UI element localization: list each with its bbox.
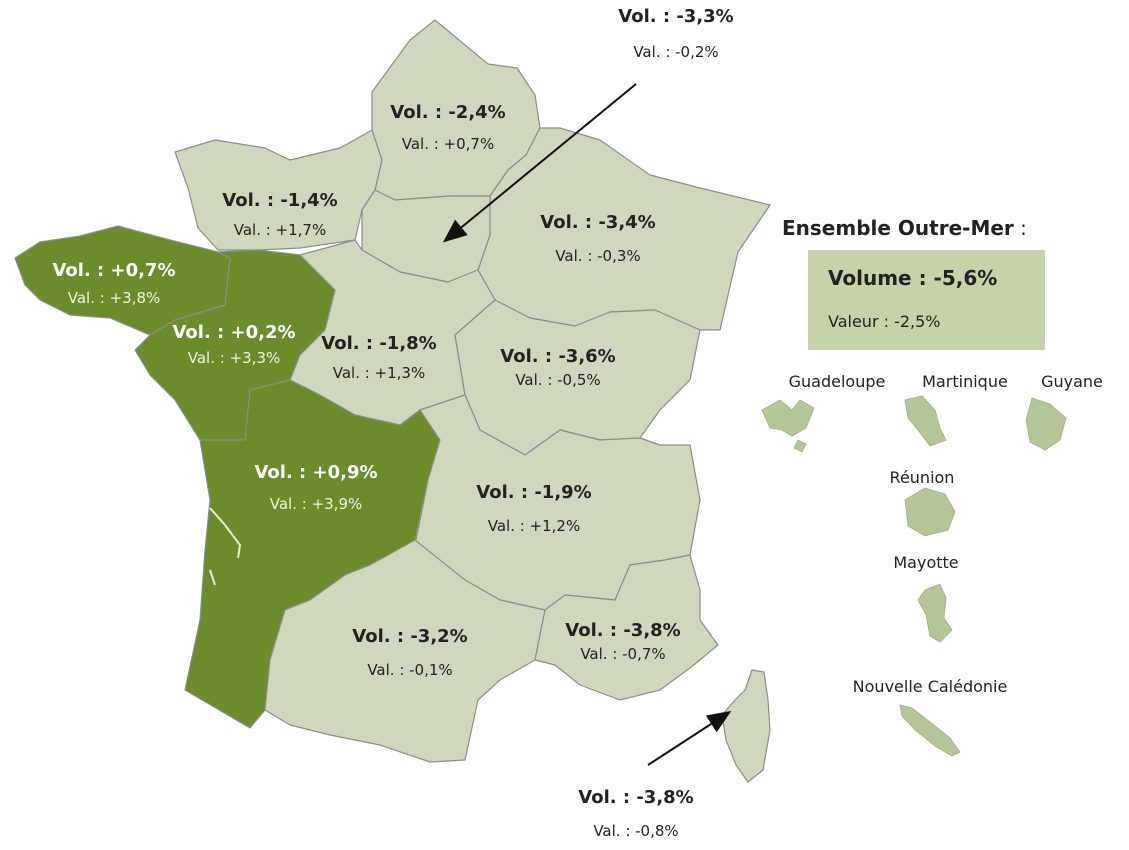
vol-normandie: Vol. : -1,4%	[222, 190, 338, 211]
vol-corse: Vol. : -3,8%	[578, 787, 694, 808]
val-auvergne-rhone-alpes: Val. : +1,2%	[487, 517, 581, 535]
val-hauts-de-france: Val. : +0,7%	[401, 135, 495, 153]
territory-guadeloupe: Guadeloupe	[788, 372, 886, 391]
arrow-corse	[647, 710, 732, 766]
vol-hauts-de-france: Vol. : -2,4%	[390, 102, 506, 123]
vol-centre-val-de-loire: Vol. : -1,8%	[321, 333, 437, 354]
vol-nouvelle-aquitaine: Vol. : +0,9%	[254, 462, 378, 483]
label-centre-val-de-loire: Vol. : -1,8% Val. : +1,3%	[321, 333, 436, 382]
val-paca: Val. : -0,7%	[580, 645, 666, 663]
val-centre-val-de-loire: Val. : +1,3%	[332, 364, 426, 382]
overseas-title-text: Ensemble Outre-Mer	[782, 216, 1014, 240]
territory-nouvelle-caledonie: Nouvelle Calédonie	[852, 677, 1008, 696]
region-occitanie	[264, 539, 546, 763]
val-bretagne: Val. : +3,8%	[67, 289, 161, 307]
label-nouvelle-aquitaine: Vol. : +0,9% Val. : +3,9%	[254, 462, 377, 513]
overseas-title: Ensemble Outre-Mer :	[782, 216, 1027, 240]
label-hauts-de-france: Vol. : -2,4% Val. : +0,7%	[390, 102, 505, 153]
guyane-shape	[1025, 397, 1067, 451]
region-paca	[534, 554, 719, 701]
vol-ile-de-france: Vol. : -3,3%	[618, 6, 734, 27]
vol-bretagne: Vol. : +0,7%	[52, 260, 176, 281]
vol-grand-est: Vol. : -3,4%	[540, 212, 656, 233]
arrow-ile-de-france	[442, 83, 637, 243]
guadeloupe-shape	[761, 399, 815, 453]
territory-martinique: Martinique	[922, 372, 1008, 391]
reunion-shape	[904, 487, 956, 537]
val-ile-de-france: Val. : -0,2%	[633, 43, 719, 61]
label-grand-est: Vol. : -3,4% Val. : -0,3%	[540, 212, 655, 265]
arcachon-basin	[209, 569, 216, 586]
martinique-shape	[904, 395, 947, 447]
label-normandie: Vol. : -1,4% Val. : +1,7%	[222, 190, 337, 239]
label-ile-de-france: Vol. : -3,3% Val. : -0,2%	[618, 6, 733, 61]
territory-mayotte: Mayotte	[893, 553, 959, 572]
overseas-title-suffix: :	[1013, 216, 1027, 240]
vol-occitanie: Vol. : -3,2%	[352, 626, 468, 647]
label-bretagne: Vol. : +0,7% Val. : +3,8%	[52, 260, 175, 307]
vol-auvergne-rhone-alpes: Vol. : -1,9%	[476, 482, 592, 503]
vol-paca: Vol. : -3,8%	[565, 620, 681, 641]
gironde-estuary	[209, 507, 242, 559]
val-bourgogne-franche-comte: Val. : -0,5%	[515, 371, 601, 389]
val-corse: Val. : -0,8%	[593, 822, 679, 840]
region-corse	[721, 669, 771, 783]
val-normandie: Val. : +1,7%	[233, 221, 327, 239]
territory-guyane: Guyane	[1041, 372, 1103, 391]
label-bourgogne-franche-comte: Vol. : -3,6% Val. : -0,5%	[500, 346, 615, 389]
vol-pays-de-la-loire: Vol. : +0,2%	[172, 322, 296, 343]
label-pays-de-la-loire: Vol. : +0,2% Val. : +3,3%	[172, 322, 295, 367]
val-nouvelle-aquitaine: Val. : +3,9%	[269, 495, 363, 513]
overseas-volume: Volume : -5,6%	[828, 266, 998, 290]
val-occitanie: Val. : -0,1%	[367, 661, 453, 679]
val-grand-est: Val. : -0,3%	[555, 247, 641, 265]
territory-reunion: Réunion	[889, 468, 955, 487]
overseas-summary-box: Volume : -5,6% Valeur : -2,5%	[808, 250, 1045, 350]
mayotte-shape	[917, 583, 953, 643]
label-paca: Vol. : -3,8% Val. : -0,7%	[565, 620, 680, 663]
val-pays-de-la-loire: Val. : +3,3%	[187, 349, 281, 367]
nouvelle-caledonie-shape	[899, 704, 961, 757]
overseas-valeur: Valeur : -2,5%	[828, 312, 941, 331]
label-corse: Vol. : -3,8% Val. : -0,8%	[578, 787, 693, 840]
vol-bourgogne-franche-comte: Vol. : -3,6%	[500, 346, 616, 367]
label-occitanie: Vol. : -3,2% Val. : -0,1%	[352, 626, 467, 679]
label-auvergne-rhone-alpes: Vol. : -1,9% Val. : +1,2%	[476, 482, 591, 535]
